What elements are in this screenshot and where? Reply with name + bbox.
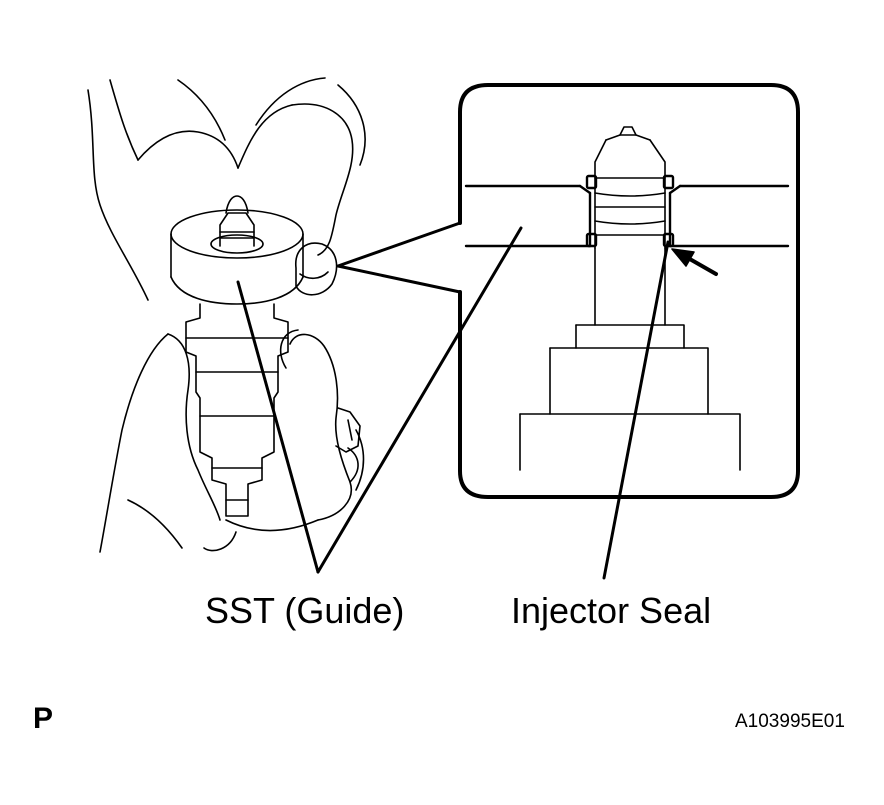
sst-leader-right [316, 226, 523, 574]
figure-code: A103995E01 [735, 711, 845, 732]
upper-hand [87, 77, 366, 301]
detail-panel-frame [458, 83, 800, 499]
seal-indicator-arrow [671, 248, 718, 276]
detail-panel [458, 83, 800, 499]
injector-body-left [185, 303, 361, 517]
sst-guide-label: SST (Guide) [205, 590, 405, 631]
sst-guide [170, 209, 304, 305]
detail-injector [519, 126, 741, 471]
lower-hand [99, 329, 365, 553]
detail-head-plate [464, 184, 790, 248]
injector-seal-label: Injector Seal [511, 590, 712, 631]
leader-lines [236, 226, 670, 580]
injector-tip-left [219, 195, 255, 247]
sst-leader-left [236, 280, 320, 574]
callout-connector [336, 221, 462, 294]
seal-leader [602, 240, 670, 580]
section-mark: P [33, 702, 54, 735]
